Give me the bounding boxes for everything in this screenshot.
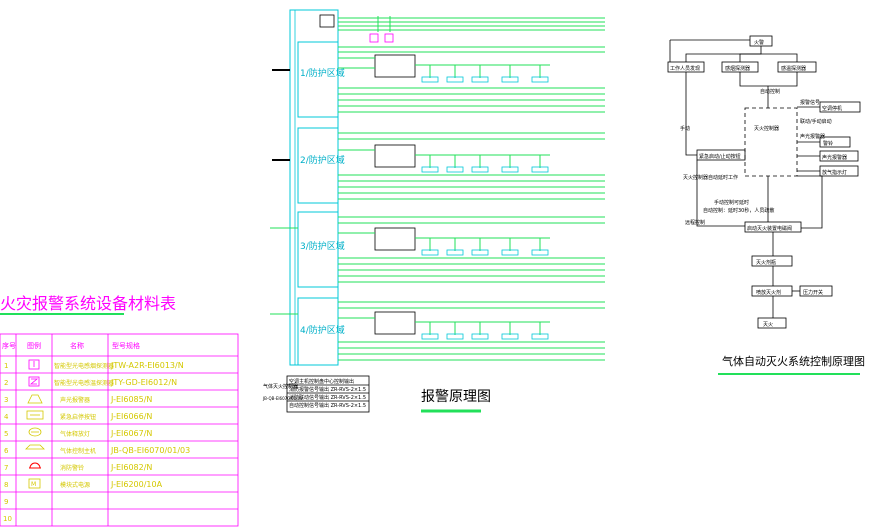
row-name: 气体控制主机 bbox=[60, 447, 96, 455]
row-name: 模块式电源 bbox=[60, 481, 90, 489]
row-name: 智能型光电感温探测器 bbox=[54, 379, 114, 387]
alarm-diagram-title: 报警原理图 bbox=[421, 389, 491, 405]
node-extinguish bbox=[757, 317, 787, 329]
row-no: 3 bbox=[4, 396, 8, 404]
node-heat-label: 感温探测器 bbox=[781, 65, 806, 72]
node-cylinder-label: 灭火剂瓶 bbox=[756, 259, 776, 266]
node-controller bbox=[744, 107, 798, 177]
controller-label: 气体灭火控制器 bbox=[263, 383, 298, 390]
row-no: 6 bbox=[4, 447, 9, 455]
delay-note-2: 自动控制：延时30秒，人员疏散 bbox=[703, 207, 774, 214]
linkage-label: 联动/手动启动 bbox=[800, 118, 832, 125]
node-cylinder bbox=[751, 255, 793, 267]
row-model: JB-QB-EI6070/01/03 bbox=[110, 446, 190, 455]
row-model: J-EI6067/N bbox=[110, 429, 152, 438]
zone-label: 1/防护区域 bbox=[300, 67, 345, 79]
node-pressure-label: 压力开关 bbox=[803, 289, 823, 296]
row-no: 7 bbox=[4, 464, 8, 472]
header-model: 型号规格 bbox=[112, 341, 140, 350]
node-manual-start-label: 紧急启动/止动按钮 bbox=[699, 153, 741, 160]
alarm-bell-icon bbox=[29, 462, 41, 469]
row-no: 10 bbox=[3, 515, 12, 523]
zone-3: 3/防护区域 bbox=[270, 211, 605, 288]
row-no: 4 bbox=[4, 413, 9, 421]
alarm-diagram: 1/防护区域 bbox=[262, 9, 605, 413]
control-diagram bbox=[667, 35, 861, 329]
row-model: J-EI6200/10A bbox=[110, 480, 163, 489]
zone-label: 3/防护区域 bbox=[300, 240, 345, 252]
materials-table-title: 火灾报警系统设备材料表 bbox=[0, 294, 176, 313]
zone-1: 1/防护区域 bbox=[297, 41, 605, 118]
control-diagram-title: 气体自动灭火系统控制原理图 bbox=[722, 354, 865, 368]
auto-signal-label: 自动控制 bbox=[760, 88, 780, 95]
release-lamp-icon bbox=[28, 427, 42, 437]
row-name: 声光报警器 bbox=[60, 396, 90, 404]
remote-label: 远程控制 bbox=[685, 219, 705, 226]
node-release-label: 喷放灭火剂 bbox=[756, 289, 781, 296]
row-name: 气体释放灯 bbox=[60, 430, 90, 438]
row-no: 2 bbox=[4, 379, 8, 387]
sounder-icon bbox=[27, 394, 43, 404]
row-model: J-EI6085/N bbox=[110, 395, 152, 404]
legend-row: 消防报警信号输出 ZR-RVS-2×1.5 bbox=[289, 386, 366, 393]
node-release-lamp-label: 放气指示灯 bbox=[822, 169, 847, 176]
row-model: J-EI6082/N bbox=[110, 463, 152, 472]
sound-label: 声光报警器 bbox=[800, 133, 825, 140]
smoke-detector-icon bbox=[369, 33, 379, 43]
node-controller-label: 灭火控制器 bbox=[754, 125, 779, 132]
node-smoke-label: 感烟探测器 bbox=[725, 65, 750, 72]
emergency-button-icon bbox=[26, 410, 44, 420]
row-name: 紧急启停按钮 bbox=[60, 413, 96, 421]
module-icon: M bbox=[28, 478, 41, 489]
zone-label: 2/防护区域 bbox=[300, 154, 345, 166]
manual-label: 手动 bbox=[680, 125, 690, 132]
row-name: 智能型光电感烟探测器 bbox=[54, 362, 114, 370]
node-bell-label: 警铃 bbox=[823, 140, 833, 147]
legend-row: 自动控制信号输出 ZR-RVS-2×1.5 bbox=[289, 402, 366, 409]
row-model: JTY-GD-EI6012/N bbox=[110, 378, 177, 387]
node-manual-label: 工作人员发现 bbox=[670, 65, 700, 72]
node-valve-label: 启动灭火装置电磁阀 bbox=[747, 225, 792, 232]
zone-label: 4/防护区域 bbox=[300, 324, 345, 336]
node-sounder-label: 声光报警器 bbox=[822, 154, 847, 161]
row-no: 8 bbox=[4, 481, 8, 489]
delay-note: 手动控制可延时 bbox=[714, 199, 749, 206]
alarm-signal-label: 报警信号 bbox=[800, 99, 820, 106]
row-name: 消防警铃 bbox=[60, 464, 84, 472]
controller-model: JB-QB-EI6070/01/03 bbox=[262, 396, 303, 401]
header-no: 序号 bbox=[2, 341, 16, 350]
row-no: 9 bbox=[4, 498, 8, 506]
legend-row: 空调主机控制盘中心控制输出 bbox=[289, 378, 354, 385]
row-model: JTW-A2R-EI6013/N bbox=[110, 361, 184, 370]
row-no: 5 bbox=[4, 430, 8, 438]
node-ac-off-label: 空调停机 bbox=[822, 105, 842, 112]
svg-text:M: M bbox=[31, 481, 36, 488]
row-model: J-EI6066/N bbox=[110, 412, 152, 421]
row-no: 1 bbox=[4, 362, 8, 370]
node-fire-label: 火警 bbox=[754, 39, 764, 46]
abort-note: 灭火控制器自动延时工作 bbox=[683, 174, 738, 181]
zone-2: 2/防护区域 bbox=[297, 127, 605, 204]
smoke-detector-icon bbox=[28, 359, 40, 370]
zone-4: 4/防护区域 bbox=[270, 297, 605, 366]
node-extinguish-label: 灭火 bbox=[763, 322, 773, 328]
gas-controller-icon bbox=[25, 444, 45, 450]
heat-detector-icon bbox=[28, 376, 40, 387]
materials-table: 火灾报警系统设备材料表 序号 图例 名称 型号规格 1 2 bbox=[0, 294, 239, 527]
header-name: 名称 bbox=[70, 341, 84, 350]
header-icon: 图例 bbox=[27, 341, 41, 350]
legend-row: 消防联动信号输出 ZR-RVS-2×1.5 bbox=[289, 394, 366, 401]
heat-detector-icon bbox=[384, 33, 394, 43]
